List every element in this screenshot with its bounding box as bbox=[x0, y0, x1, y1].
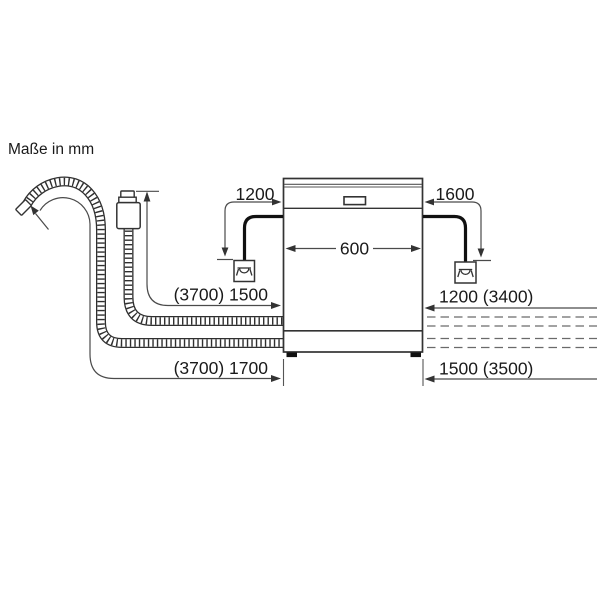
socket-outlet-icon-right bbox=[454, 261, 477, 284]
dimension-reach-upper-right: 1200 (3400) bbox=[424, 287, 597, 312]
dim-label-width: 600 bbox=[340, 239, 369, 259]
valve-cap bbox=[120, 190, 135, 198]
foot-left bbox=[286, 352, 297, 358]
dimension-drain-hose: (3700) 1700 bbox=[30, 197, 281, 382]
arrow bbox=[424, 304, 435, 312]
dimension-socket-right: 1600 bbox=[424, 184, 491, 262]
hose-extension-dashes bbox=[427, 316, 597, 349]
dim-label-reach-lower: 1500 (3500) bbox=[439, 359, 533, 379]
dishwasher-outline bbox=[282, 177, 424, 353]
door-handle bbox=[343, 196, 367, 206]
drain-hose bbox=[15, 176, 283, 348]
arrow bbox=[221, 247, 229, 257]
arrow bbox=[30, 205, 39, 216]
page-title: Maße in mm bbox=[8, 141, 94, 158]
aquastop-valve bbox=[116, 190, 141, 230]
arrow bbox=[424, 375, 435, 383]
arrow bbox=[411, 245, 421, 252]
power-cable-left bbox=[242, 214, 283, 261]
drain-hose-end-cap bbox=[15, 199, 32, 216]
arrow bbox=[271, 375, 281, 382]
valve-flange bbox=[118, 196, 137, 204]
arrow bbox=[271, 302, 281, 309]
dim-label-supply-hose: (3700) 1500 bbox=[174, 285, 269, 305]
foot-right bbox=[410, 352, 421, 358]
dimension-reach-lower-right: 1500 (3500) bbox=[424, 359, 597, 383]
dimension-width: 600 bbox=[285, 239, 421, 259]
dishwasher bbox=[282, 177, 424, 386]
dim-label-reach-upper: 1200 (3400) bbox=[439, 287, 533, 307]
arrow bbox=[272, 198, 282, 206]
supply-hose bbox=[123, 226, 283, 326]
dim-label-drain-hose: (3700) 1700 bbox=[174, 358, 269, 378]
arrow bbox=[477, 248, 485, 258]
dim-label-socket-right: 1600 bbox=[436, 184, 475, 204]
valve-body bbox=[116, 201, 141, 230]
socket-outlet-icon-left bbox=[233, 259, 256, 283]
power-cable-right bbox=[423, 214, 468, 262]
arrow bbox=[424, 198, 434, 206]
arrow bbox=[143, 191, 151, 202]
dimension-socket-left: 1200 bbox=[217, 184, 282, 261]
arrow bbox=[285, 245, 296, 252]
dimension-supply-hose: (3700) 1500 bbox=[136, 190, 281, 309]
dim-label-socket-left: 1200 bbox=[236, 184, 275, 204]
